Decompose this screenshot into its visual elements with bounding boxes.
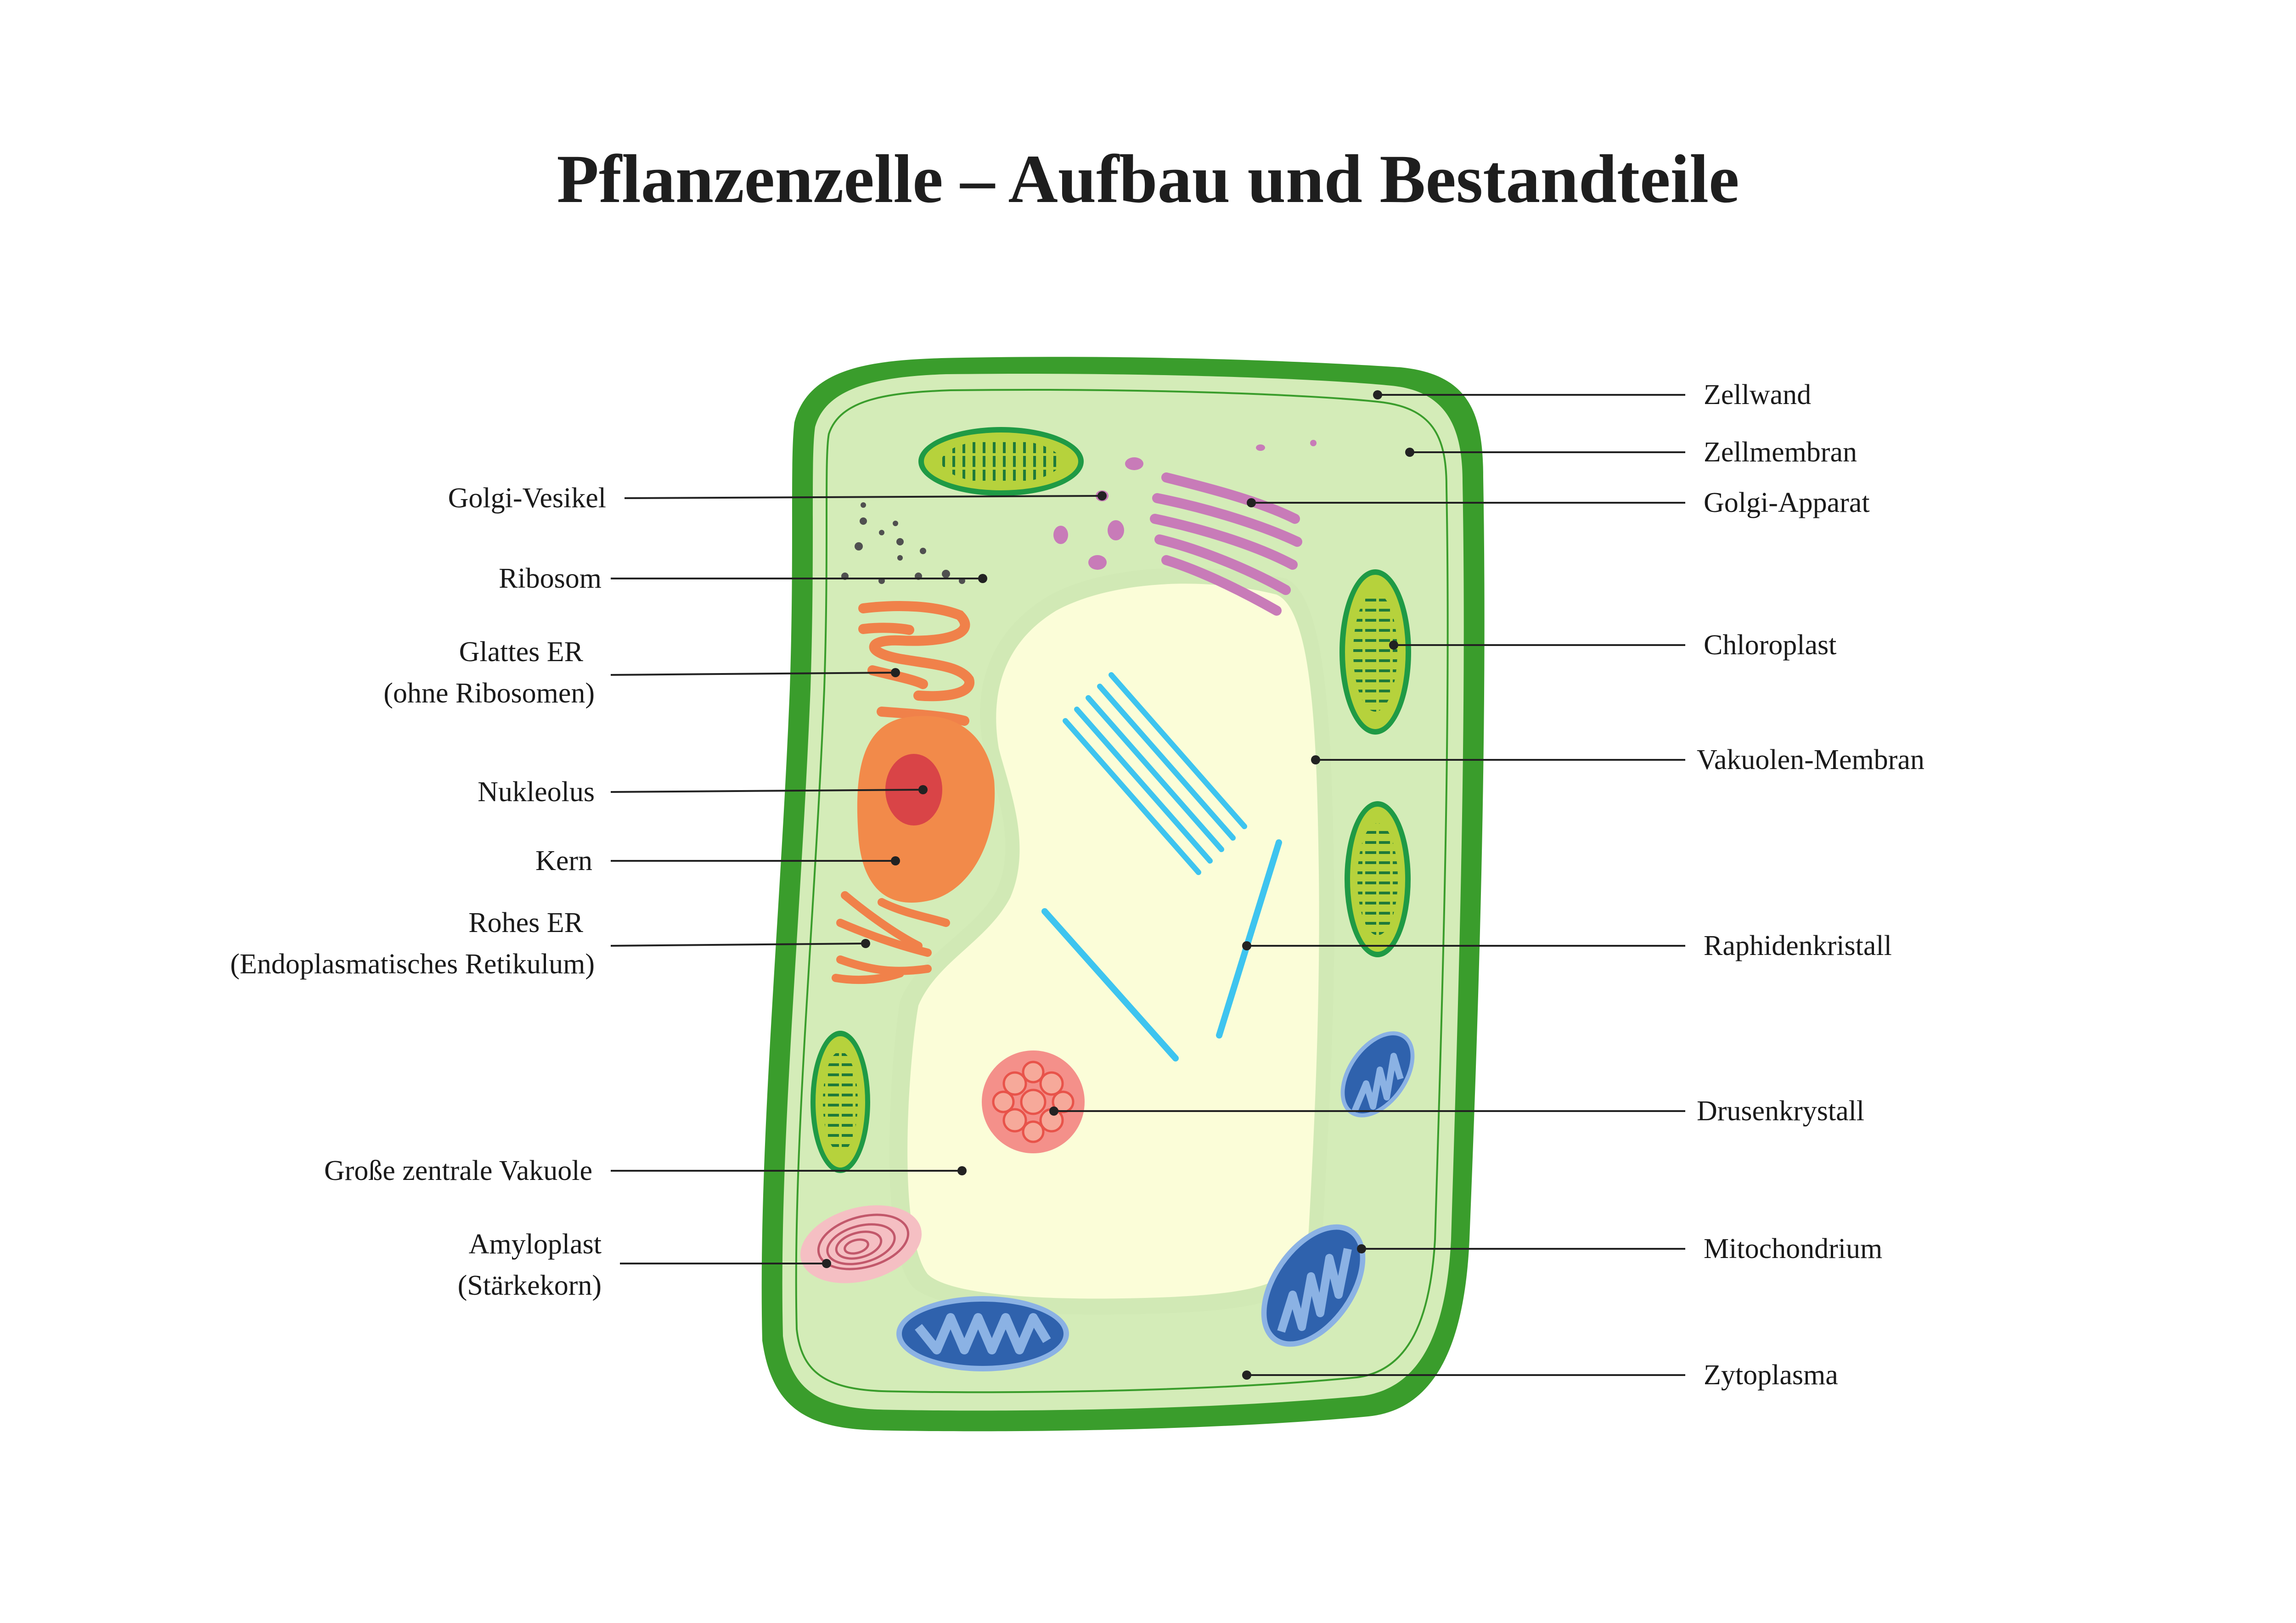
smooth-er: [858, 601, 974, 726]
chloroplast-top: [918, 427, 1084, 496]
raphide-crystal-needles: [1041, 839, 1282, 1061]
label-kern: Kern: [535, 845, 592, 876]
label-nukleolus: Nukleolus: [478, 776, 595, 808]
mitochondrion-bottom: [896, 1296, 1069, 1371]
label-raphidenkristall: Raphidenkristall: [1704, 930, 1892, 961]
label-glattes-er: Glattes ER: [459, 636, 584, 668]
mitochondrion-right-small: [1340, 1031, 1415, 1118]
label-golgi-apparat: Golgi-Apparat: [1704, 487, 1870, 518]
rough-er: [832, 891, 950, 984]
label-rohes-er-sub: (Endoplasmatisches Retikulum): [230, 949, 595, 980]
chloroplast-right-2: [1345, 801, 1411, 957]
label-zellwand: Zellwand: [1704, 379, 1811, 410]
druse-crystal: [982, 1050, 1085, 1153]
leader-lines-left: [610, 491, 1107, 1268]
label-vakuole: Große zentrale Vakuole: [324, 1155, 592, 1186]
label-mitochondrium: Mitochondrium: [1704, 1233, 1882, 1264]
chloroplast-right-1: [1339, 569, 1411, 735]
label-zellmembran: Zellmembran: [1704, 437, 1857, 468]
label-zytoplasma: Zytoplasma: [1704, 1359, 1838, 1391]
label-amyloplast: Amyloplast: [469, 1229, 602, 1260]
label-ribosom: Ribosom: [499, 563, 602, 594]
golgi-apparatus: [1150, 472, 1302, 616]
label-drusenkrystall: Drusenkrystall: [1697, 1095, 1864, 1127]
label-vakuolen-membran: Vakuolen-Membran: [1697, 744, 1925, 775]
label-rohes-er: Rohes ER: [468, 907, 583, 938]
golgi-vesicles: [1053, 440, 1317, 570]
chloroplast-left: [810, 1031, 870, 1173]
page-title: Pflanzenzelle – Aufbau und Bestandteile: [557, 141, 1739, 217]
label-glattes-er-sub: (ohne Ribosomen): [383, 678, 595, 709]
leader-lines-right: [1049, 390, 1685, 1380]
label-amyloplast-sub: (Stärkekorn): [458, 1270, 602, 1301]
mitochondrion-right-large: [1261, 1224, 1366, 1347]
label-golgi-vesikel: Golgi-Vesikel: [448, 483, 606, 514]
label-chloroplast: Chloroplast: [1704, 629, 1836, 661]
raphide-crystal-bundle: [1063, 672, 1247, 875]
cell-membrane: [795, 389, 1449, 1393]
